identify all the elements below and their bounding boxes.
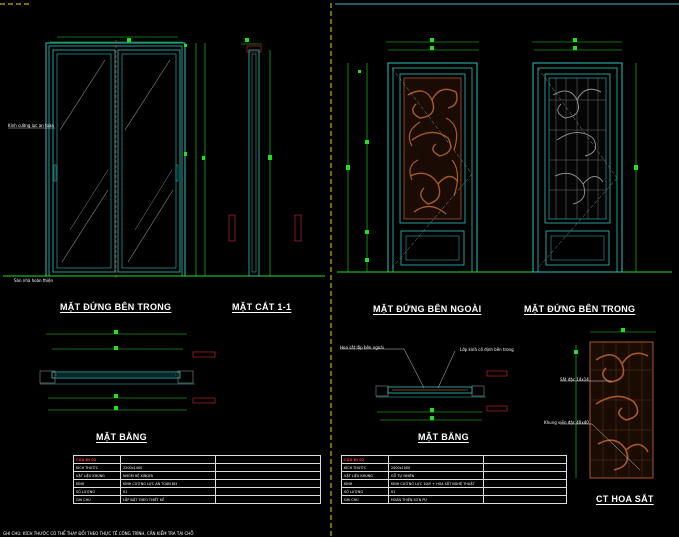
section-1-1: [228, 38, 302, 277]
table-header: CỬA ĐI 02: [341, 455, 389, 464]
plan-right: [340, 348, 508, 421]
detail-iron: [560, 328, 656, 479]
plan-left: [39, 330, 216, 411]
note-floor: Sàn nhà hoàn thiện: [14, 278, 54, 283]
title-plan-right: MẶT BẰNG: [418, 432, 469, 442]
table-header: CỬA ĐI 01: [73, 455, 121, 464]
title-iron-detail: CT HOA SẮT: [596, 494, 654, 504]
note-plan-b: Lớp kính cố định bên trong: [460, 347, 514, 352]
elevation-inner-right: [532, 38, 638, 273]
title-elevation-outer: MẶT ĐỨNG BÊN NGOÀI: [373, 304, 482, 314]
note-glass: Kính cường lực an toàn: [8, 123, 54, 128]
title-section-1-1: MẶT CẮT 1-1: [232, 302, 292, 312]
title-elevation-inner-left: MẶT ĐỨNG BÊN TRONG: [60, 302, 172, 312]
elevation-inner-left: [3, 36, 325, 278]
elevation-outer: [337, 38, 672, 273]
note-plan-a: Hoa sắt lắp bên ngoài: [340, 345, 384, 350]
note-iron: Sắt đặc 14x14: [560, 377, 589, 382]
title-plan-left: MẶT BẰNG: [96, 432, 147, 442]
note-frame: Khung viền đặc 40x40: [544, 420, 589, 425]
title-elevation-inner-right: MẶT ĐỨNG BÊN TRONG: [524, 304, 636, 314]
bottom-note: GHI CHÚ: KÍCH THƯỚC CÓ THỂ THAY ĐỔI THEO…: [3, 531, 194, 536]
